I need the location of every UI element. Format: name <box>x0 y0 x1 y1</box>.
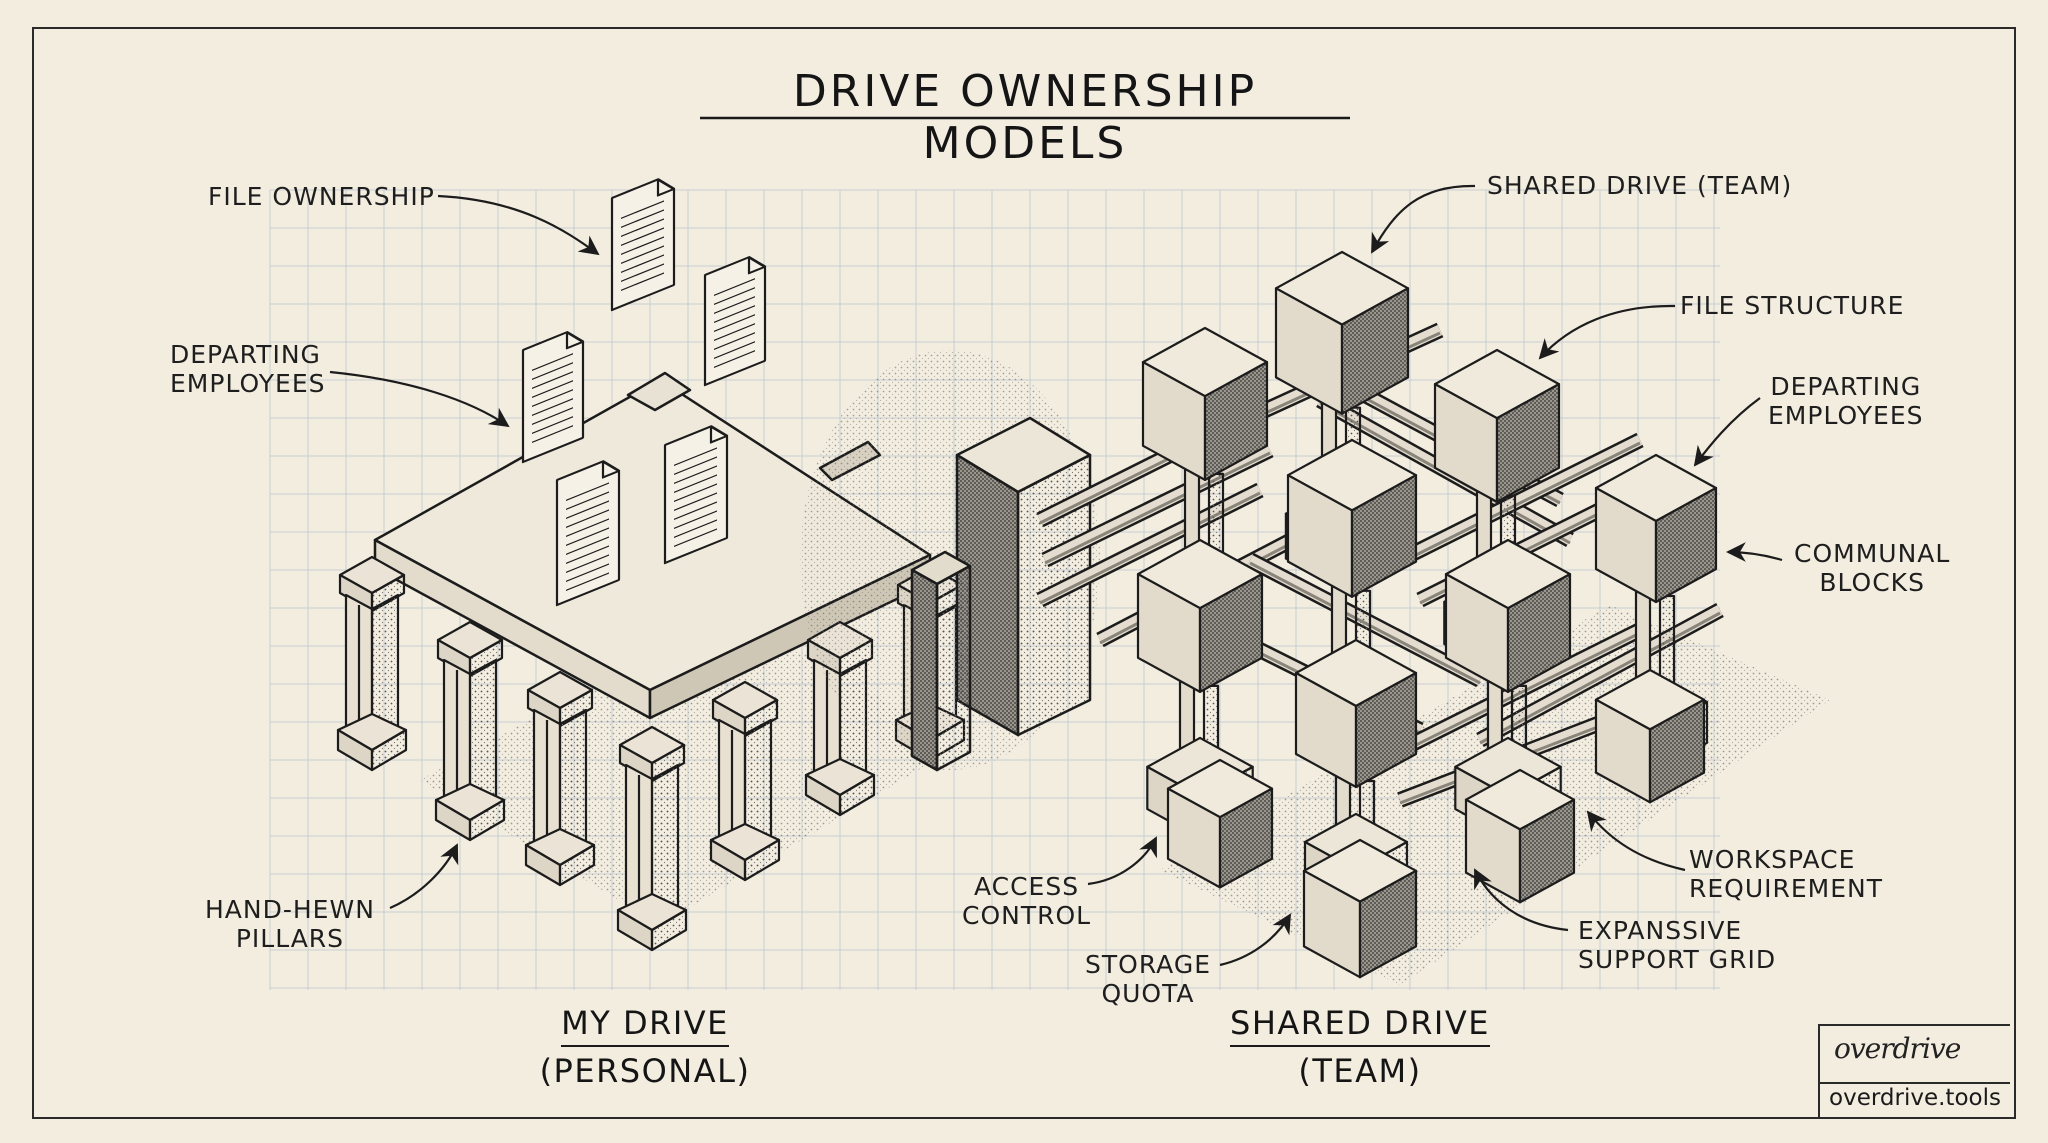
signature-box: overdrive overdrive.tools <box>1818 1024 2010 1117</box>
label-communal-blocks: COMMUNAL BLOCKS <box>1794 539 1951 597</box>
arrow-file-structure <box>1538 304 1676 360</box>
document-icon <box>555 460 621 607</box>
arrow-shared-drive <box>1371 184 1476 254</box>
pillar <box>434 620 506 842</box>
arrow-workspace <box>1586 810 1686 872</box>
shared-drive-lattice <box>1036 250 1830 985</box>
support-rod <box>1396 432 1644 568</box>
support-rod <box>1041 442 1274 568</box>
frame-border <box>32 27 2016 1119</box>
label-workspace-requirement: WORKSPACE REQUIREMENT <box>1689 845 1884 903</box>
communal-block <box>1594 668 1706 804</box>
arrow-departing-left <box>329 370 510 428</box>
arrow-departing-right <box>1693 397 1761 467</box>
document-icon <box>663 425 729 565</box>
callout-arrows <box>329 184 1783 967</box>
communal-block <box>1166 758 1274 889</box>
caption-shared-drive: SHARED DRIVE (TEAM) <box>1230 1004 1490 1090</box>
communal-block <box>1302 838 1418 979</box>
label-storage-quota: STORAGE QUOTA <box>1085 950 1212 1008</box>
label-departing-employees-left: DEPARTING EMPLOYEES <box>170 340 326 398</box>
label-file-structure: FILE STRUCTURE <box>1680 291 1905 320</box>
document-icon <box>610 178 676 312</box>
arrow-file-ownership <box>437 194 600 256</box>
signature-url: overdrive.tools <box>1829 1085 2001 1111</box>
label-shared-drive-team: SHARED DRIVE (TEAM) <box>1487 171 1793 200</box>
arrow-expansive <box>1474 868 1569 932</box>
signature-script: overdrive <box>1834 1032 1961 1065</box>
access-gate <box>800 350 1100 772</box>
pillar <box>709 680 781 882</box>
label-file-ownership: FILE OWNERSHIP <box>208 182 435 211</box>
arrow-hand-hewn <box>389 843 459 910</box>
arrow-access-control <box>1087 836 1157 886</box>
caption-my-drive: MY DRIVE (PERSONAL) <box>539 1004 751 1090</box>
file-documents <box>521 178 767 607</box>
pillar <box>616 725 688 952</box>
label-expansive-support-grid: EXPANSSIVE SUPPORT GRID <box>1578 916 1777 974</box>
document-icon <box>703 256 767 387</box>
label-hand-hewn-pillars: HAND-HEWN PILLARS <box>205 895 375 953</box>
label-departing-employees-right: DEPARTING EMPLOYEES <box>1768 372 1924 430</box>
pillar <box>524 670 596 887</box>
pillar <box>336 555 408 772</box>
label-access-control: ACCESS CONTROL <box>962 872 1092 930</box>
support-rod <box>1376 622 1644 768</box>
diagram-title: DRIVE OWNERSHIP MODELS <box>792 66 1258 169</box>
document-icon <box>521 331 585 464</box>
arrow-communal <box>1726 542 1783 562</box>
arrow-storage-quota <box>1219 913 1292 967</box>
